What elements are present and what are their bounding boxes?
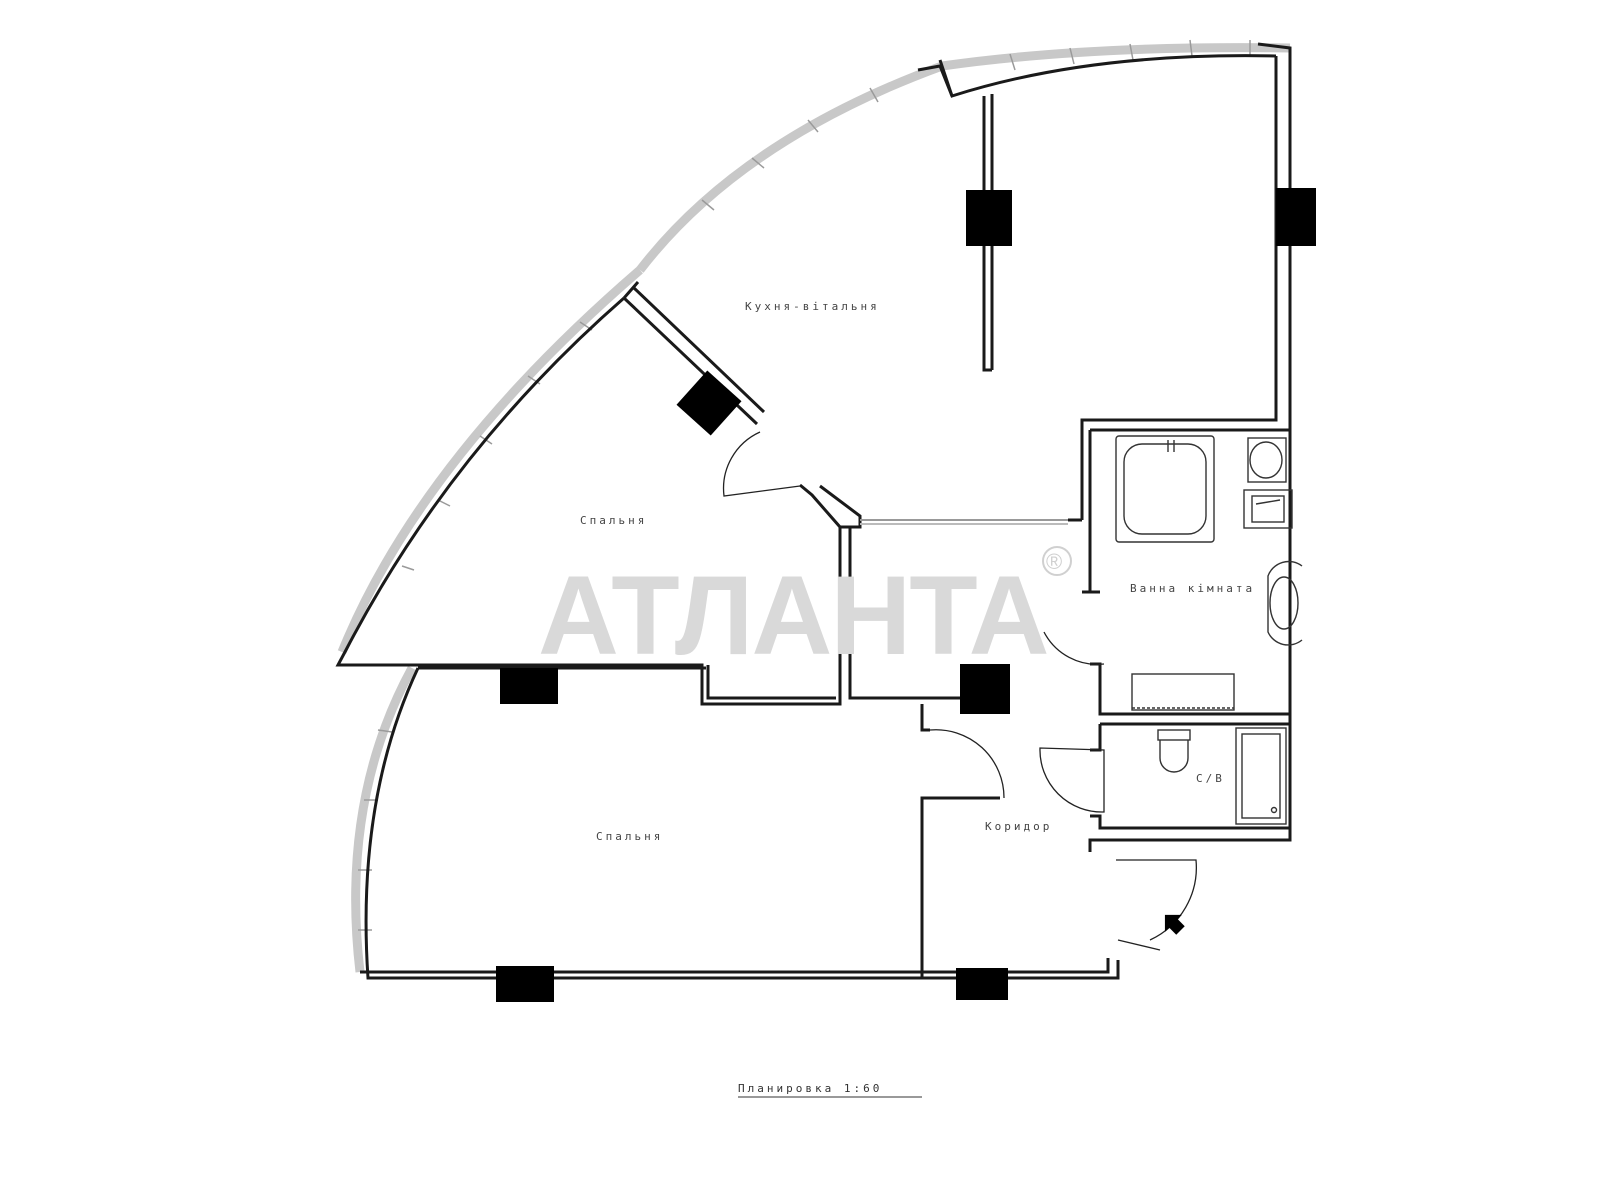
toilet-icon <box>1157 729 1191 773</box>
room-label-corridor: Коридор <box>985 820 1052 833</box>
registered-mark-icon: ® <box>1042 546 1072 576</box>
door-swings <box>722 431 1197 951</box>
toilet-icon <box>1267 560 1303 646</box>
sink-icon <box>1247 437 1287 483</box>
registered-mark: ® <box>1046 549 1062 574</box>
watermark-logo: АТЛАНТА <box>538 553 1048 678</box>
shower-icon <box>1235 727 1287 825</box>
walls <box>335 42 1292 980</box>
column <box>676 370 742 436</box>
room-label-bathroom: Ванна кімната <box>1130 582 1255 595</box>
washing-machine-icon <box>1243 489 1293 529</box>
sliding-door <box>860 519 1068 525</box>
column <box>500 668 558 704</box>
columns <box>496 188 1316 1002</box>
plan-caption: Планировка 1:60 <box>738 1082 882 1095</box>
bath-counter <box>1131 673 1235 711</box>
column <box>1276 188 1316 246</box>
room-label-kitchen-living: Кухня-вітальня <box>745 300 880 313</box>
column <box>966 190 1012 246</box>
wc-fixtures <box>1157 727 1287 825</box>
entrance-arrow-icon <box>1164 914 1185 935</box>
room-label-bedroom-upper: Спальня <box>580 514 647 527</box>
room-label-wc: С/В <box>1196 772 1225 785</box>
column <box>960 664 1010 714</box>
facade-glazing <box>337 39 1291 973</box>
column <box>956 968 1008 1000</box>
bathroom-fixtures <box>1115 435 1303 711</box>
room-label-bedroom-lower: Спальня <box>596 830 663 843</box>
column <box>496 966 554 1002</box>
bathtub-icon <box>1115 435 1215 543</box>
